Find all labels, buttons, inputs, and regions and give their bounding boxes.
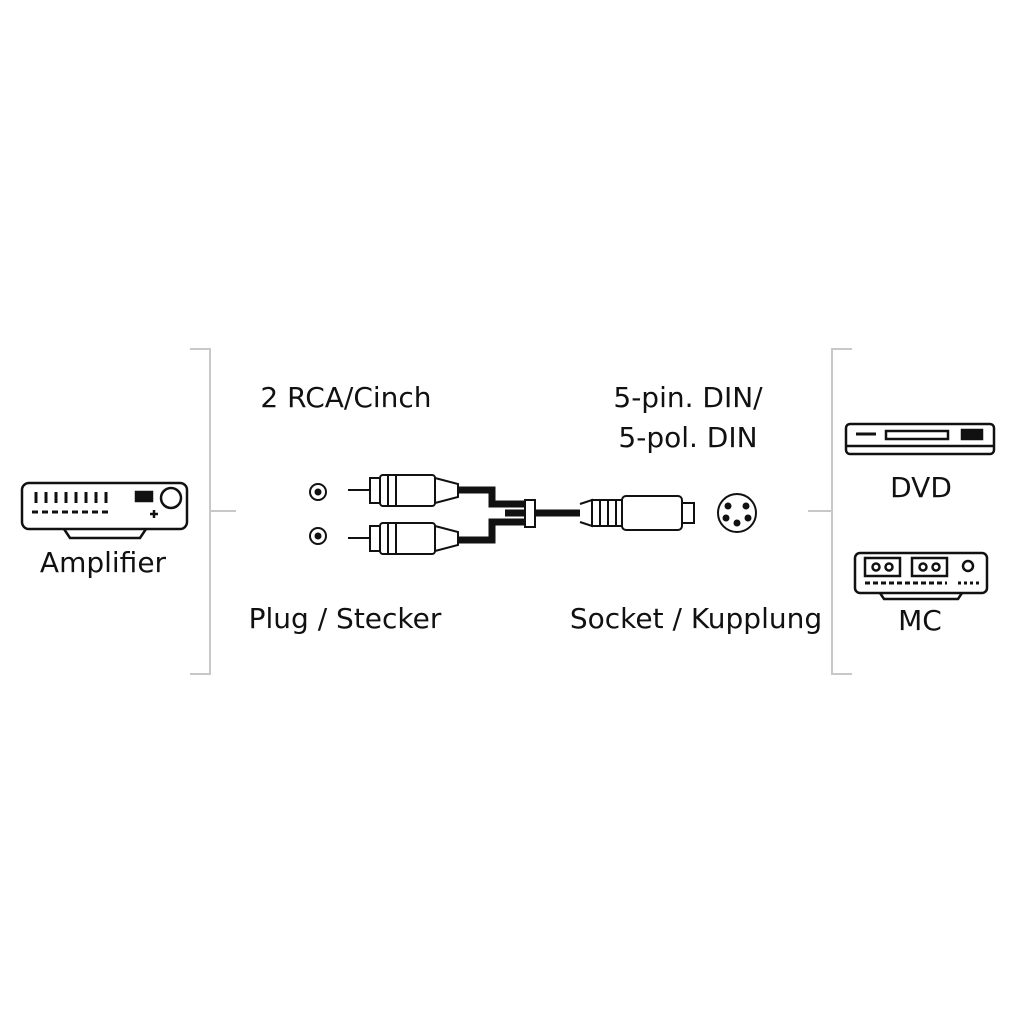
plug-role-label: Plug / Stecker — [249, 602, 442, 635]
cassette-deck-icon — [853, 551, 989, 601]
rca-plug-icon — [309, 474, 459, 555]
socket-role-label: Socket / Kupplung — [570, 602, 822, 635]
amplifier-label: Amplifier — [40, 546, 167, 579]
amplifier-icon — [20, 481, 189, 540]
left-bracket — [190, 348, 236, 675]
socket-type-label-line1: 5-pin. DIN/ — [613, 381, 763, 414]
din-socket-icon — [579, 493, 757, 533]
dvd-label: DVD — [890, 471, 952, 504]
dvd-player-icon — [844, 422, 996, 456]
right-bracket — [808, 348, 852, 675]
cable — [458, 486, 580, 544]
plug-type-label: 2 RCA/Cinch — [260, 381, 431, 414]
mc-label: MC — [898, 604, 942, 637]
socket-type-label-line2: 5-pol. DIN — [618, 421, 757, 454]
